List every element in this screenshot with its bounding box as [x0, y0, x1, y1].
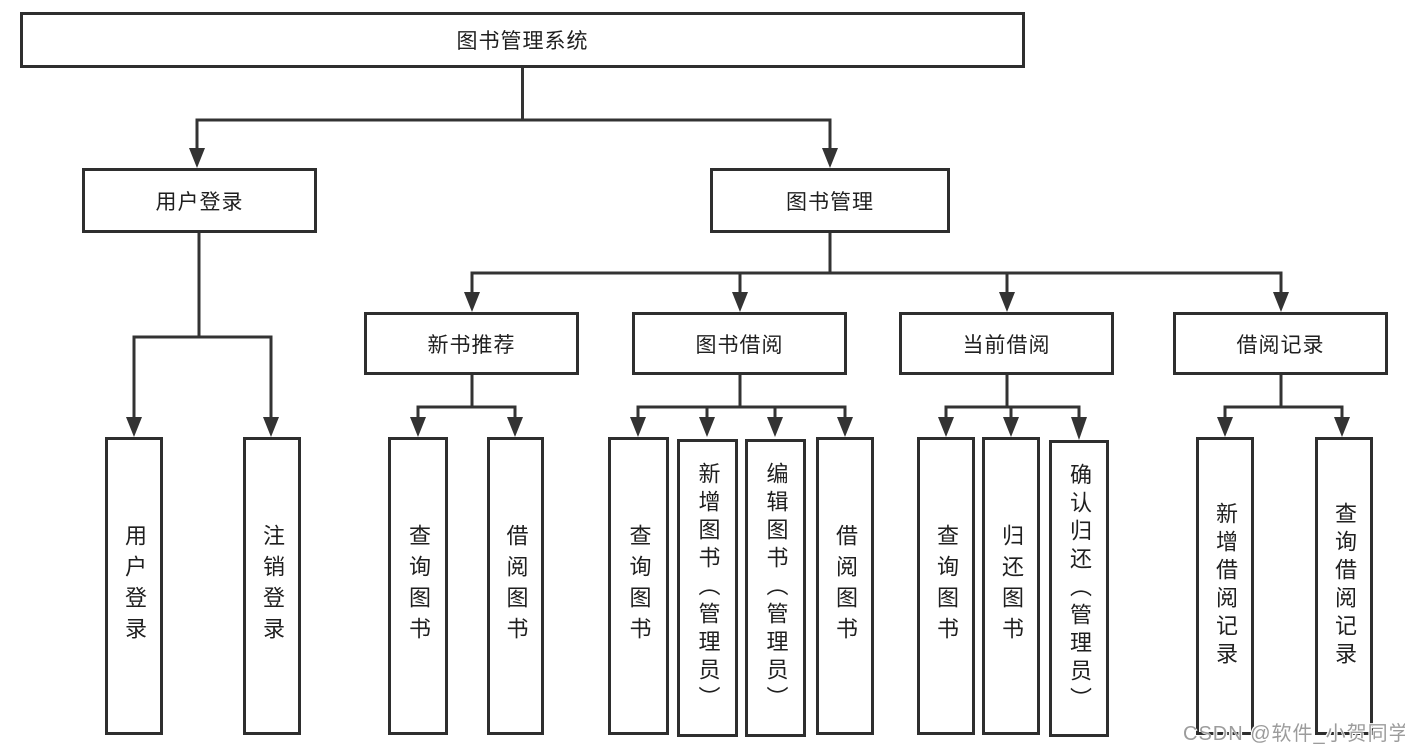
node-current-borrow: 当前借阅	[899, 312, 1114, 375]
leaf-logout-login: 注销登录	[243, 437, 301, 735]
leaf-borrow-books-recommend: 借阅图书	[487, 437, 544, 735]
connector-root-to-level2	[195, 68, 832, 152]
arrowheads-level2	[189, 148, 838, 168]
connector-book-management-branch	[470, 233, 1283, 295]
leaf-user-login: 用户登录	[105, 437, 163, 735]
leaf-borrow-books: 借阅图书	[816, 437, 874, 735]
leaf-query-books-current: 查询图书	[917, 437, 975, 735]
leaf-return-book: 归还图书	[982, 437, 1040, 735]
node-borrow-records: 借阅记录	[1173, 312, 1388, 375]
node-book-management: 图书管理	[710, 168, 950, 233]
node-book-borrow: 图书借阅	[632, 312, 847, 375]
leaf-query-books-recommend: 查询图书	[388, 437, 448, 735]
arrowheads-leaves	[410, 417, 1350, 440]
connector-new-book-group	[416, 375, 517, 420]
leaf-edit-book-admin: 编辑图书（管理员）	[745, 439, 806, 737]
connector-current-borrow-group	[944, 375, 1081, 420]
node-root-system: 图书管理系统	[20, 12, 1025, 68]
connector-user-login-branch	[132, 233, 273, 420]
leaf-add-book-admin: 新增图书（管理员）	[677, 439, 738, 737]
connector-book-borrow-group	[636, 375, 847, 420]
leaf-confirm-return-admin: 确认归还（管理员）	[1049, 440, 1109, 737]
arrowheads-level3	[464, 292, 1289, 312]
leaf-query-books-borrow: 查询图书	[608, 437, 669, 735]
arrowheads-user-login	[126, 417, 279, 437]
connector-borrow-record-group	[1223, 375, 1344, 420]
node-user-login: 用户登录	[82, 168, 317, 233]
leaf-add-borrow-record: 新增借阅记录	[1196, 437, 1254, 735]
csdn-watermark: CSDN @软件_小贺同学	[1183, 723, 1405, 745]
leaf-query-borrow-record: 查询借阅记录	[1315, 437, 1373, 735]
node-new-book-recommend: 新书推荐	[364, 312, 579, 375]
